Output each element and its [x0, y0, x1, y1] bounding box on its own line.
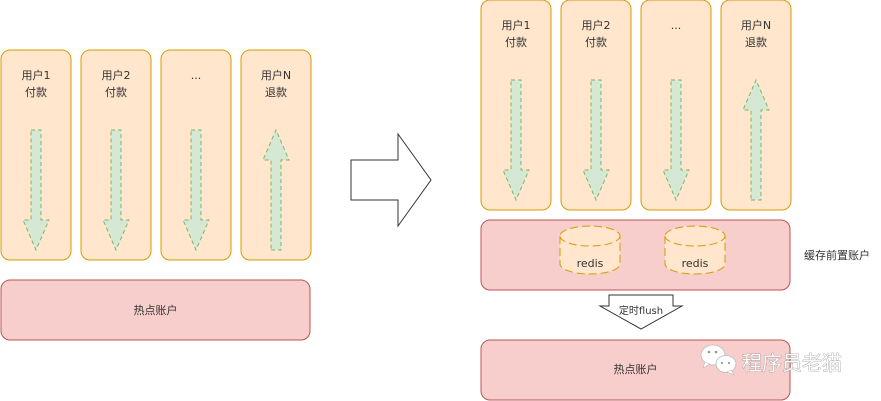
- left-hot-account-label: 热点账户: [134, 303, 178, 317]
- flush-arrow-label: 定时flush: [619, 304, 663, 317]
- user-label: 用户1: [22, 68, 51, 82]
- right-panel: 用户1 付款 用户2 付款... 用户N 退款 redis redis 缓存前置账户 定时…: [480, 0, 870, 401]
- user-action-label: 退款: [265, 85, 287, 99]
- arrow-up-icon: [742, 78, 770, 201]
- user-action-label: 付款: [505, 35, 527, 49]
- arrow-down-icon: [502, 79, 530, 202]
- cache-layer-label: 缓存前置账户: [804, 248, 870, 262]
- user-label: 用户N: [261, 68, 291, 82]
- left-user-column: 用户N 退款: [240, 49, 312, 261]
- redis-label: redis: [682, 257, 709, 270]
- user-action-label: 付款: [25, 85, 47, 99]
- redis-label: redis: [577, 257, 604, 270]
- left-user-column: 用户1 付款: [0, 49, 72, 261]
- left-hot-account-box: [0, 279, 311, 341]
- watermark-text: 程序员老猫: [742, 351, 842, 375]
- arrow-down-icon: [182, 129, 210, 252]
- user-action-label: 付款: [105, 85, 127, 99]
- user-action-label: 退款: [745, 35, 767, 49]
- left-user-column: ...: [160, 49, 232, 261]
- user-label: 用户1: [502, 18, 531, 32]
- arrow-down-icon: [662, 79, 690, 202]
- user-label: 用户2: [582, 18, 611, 32]
- arrow-down-icon: [22, 129, 50, 252]
- flush-arrow-icon: 定时flush: [598, 294, 684, 330]
- redis-node: redis: [559, 225, 621, 275]
- watermark: 程序员老猫: [700, 344, 842, 376]
- right-arrow-icon: [350, 132, 432, 228]
- right-user-column: 用户2 付款: [560, 0, 632, 211]
- left-panel: 用户1 付款 用户2 付款... 用户N 退款 热点账户: [0, 49, 312, 341]
- arrow-down-icon: [102, 129, 130, 252]
- user-action-label: 付款: [585, 35, 607, 49]
- left-user-column: 用户2 付款: [80, 49, 152, 261]
- arrow-up-icon: [262, 128, 290, 251]
- user-label: 用户2: [102, 68, 131, 82]
- user-label: ...: [671, 19, 682, 32]
- wechat-icon: [700, 344, 737, 376]
- user-label: ...: [191, 69, 202, 82]
- right-user-column: 用户N 退款: [720, 0, 792, 211]
- right-hot-account-label: 热点账户: [614, 362, 658, 376]
- user-label: 用户N: [741, 18, 771, 32]
- right-user-column: ...: [640, 0, 712, 211]
- cache-layer-box: [480, 219, 791, 291]
- arrow-down-icon: [582, 79, 610, 202]
- right-user-column: 用户1 付款: [480, 0, 552, 211]
- redis-node: redis: [664, 225, 726, 275]
